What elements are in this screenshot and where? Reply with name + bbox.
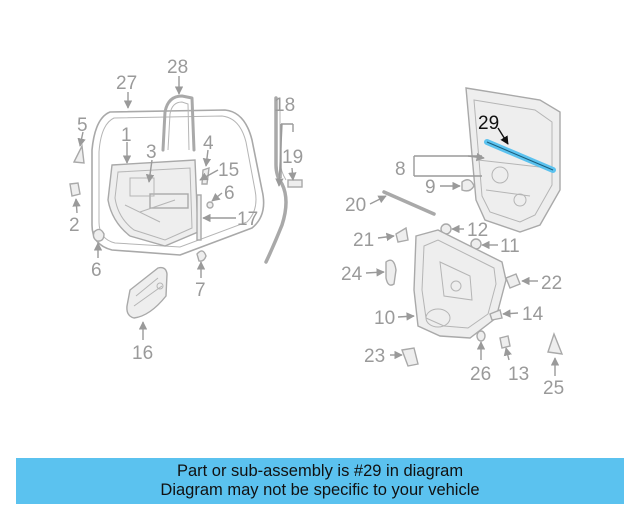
- callout-19: 19: [282, 147, 303, 168]
- corner-trim-part-5: [72, 143, 85, 164]
- rear-channel-assembly: [264, 96, 303, 264]
- screw-part-13: [499, 335, 511, 349]
- callout-15: 15: [218, 160, 239, 181]
- pull-cup-part-24: [385, 259, 397, 286]
- callout-16: 16: [132, 343, 153, 364]
- callout-6b: 6: [91, 260, 102, 281]
- callout-5: 5: [77, 115, 88, 136]
- clip-part-7: [196, 250, 207, 262]
- callout-6: 6: [224, 183, 235, 204]
- strip-part-17: [196, 194, 202, 241]
- callout-20: 20: [345, 195, 366, 216]
- banner-line-2: Diagram may not be specific to your vehi…: [160, 481, 480, 499]
- callout-23: 23: [364, 346, 385, 367]
- callout-1: 1: [121, 125, 132, 146]
- parts-diagram: 27 28 5 1 3 4 15 6 2 17 6 7 16 18 19 8 9…: [69, 57, 564, 399]
- callout-labels: 27 28 5 1 3 4 15 6 2 17 6 7 16 18 19 8 9…: [69, 57, 564, 399]
- clip-part-14: [489, 309, 503, 321]
- callout-3: 3: [146, 142, 157, 163]
- banner-line-1: Part or sub-assembly is #29 in diagram: [176, 462, 464, 480]
- glass-run-channel: [161, 94, 196, 152]
- clip-part-19: [287, 179, 303, 188]
- fastener-part-6b: [206, 201, 214, 209]
- callout-24: 24: [341, 264, 363, 285]
- callout-22: 22: [541, 273, 562, 294]
- callout-26: 26: [470, 364, 491, 385]
- part-info-banner: Part or sub-assembly is #29 in diagram D…: [16, 458, 624, 504]
- callout-13: 13: [508, 364, 529, 385]
- clip-part-26: [476, 330, 486, 342]
- left-door-assembly: [69, 76, 265, 340]
- callout-11: 11: [500, 236, 520, 257]
- door-weatherstrip-outer: [91, 109, 265, 256]
- right-door-assembly: [365, 87, 564, 376]
- switch-part-22: [505, 273, 521, 289]
- bracket-part-23: [401, 347, 419, 367]
- callout-25: 25: [543, 378, 564, 399]
- channel-part-18: [264, 96, 288, 264]
- callout-7: 7: [195, 280, 206, 301]
- door-weatherstrip-inner: [98, 115, 257, 248]
- callout-21: 21: [353, 230, 374, 251]
- callout-28: 28: [167, 57, 188, 78]
- grommet-part-6: [92, 228, 105, 242]
- callout-18: 18: [274, 95, 295, 116]
- door-shell-part-8: [465, 87, 561, 233]
- callout-12: 12: [467, 220, 488, 241]
- callout-9: 9: [425, 177, 436, 198]
- clip-part-9: [461, 179, 475, 192]
- callout-17: 17: [237, 209, 258, 230]
- callout-14: 14: [522, 304, 544, 325]
- trim-part-25: [547, 331, 564, 355]
- callout-8: 8: [395, 159, 406, 180]
- trim-panel-part-10: [413, 229, 507, 339]
- clip-part-2: [69, 182, 81, 197]
- belt-strip-part-20: [382, 190, 436, 216]
- callout-29: 29: [478, 113, 499, 134]
- regulator-bracket: [149, 193, 189, 209]
- callout-27: 27: [116, 73, 137, 94]
- callout-2: 2: [69, 215, 80, 236]
- clip-part-21: [395, 226, 409, 243]
- callout-10: 10: [374, 308, 395, 329]
- handle-trim-part-16: [126, 266, 168, 319]
- callout-4: 4: [203, 133, 214, 154]
